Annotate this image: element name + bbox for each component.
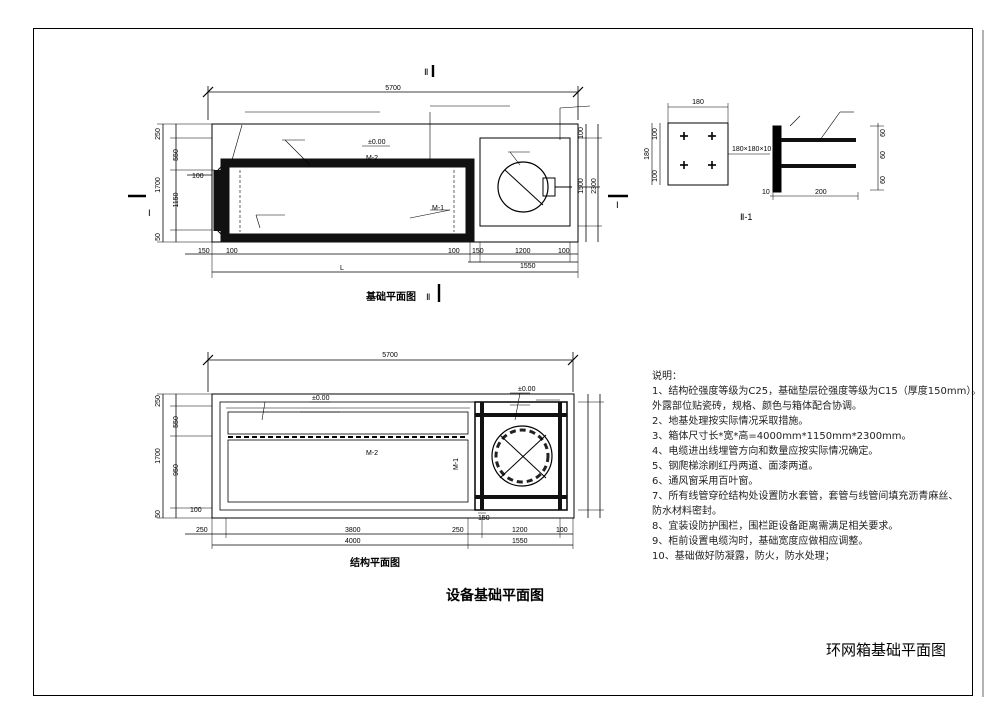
bottom-dim-250-mid: 250: [452, 527, 464, 534]
drawing-frame: [33, 28, 973, 696]
bottom-label-m1: M-1: [453, 458, 460, 470]
top-dim-100-mid: 100: [448, 248, 460, 255]
note-line: 9、柜前设置电缆沟时，基础宽度应做相应调整。: [652, 536, 869, 547]
note-line: 10、基础做好防凝露，防火，防水处理；: [652, 551, 835, 562]
detail-top-dim: 180: [692, 99, 704, 106]
notes-heading: 说明：: [652, 371, 682, 382]
note-line: 外露部位贴瓷砖，规格、颜色与箱体配合协调。: [652, 401, 862, 412]
note-line: 8、宜装设防护围栏，围栏距设备距离需满足相关要求。: [652, 521, 899, 532]
detail-right-dim-2: 60: [880, 151, 887, 159]
bottom-dim-250-left: 250: [196, 527, 208, 534]
note-line: 4、电缆进出线埋管方向和数量应按实际情况确定。: [652, 446, 879, 457]
note-line: 5、钢爬梯涂刷红丹两道、面漆两道。: [652, 461, 819, 472]
top-left-dim-1700: 1700: [155, 177, 162, 193]
detail-section-title: Ⅱ-1: [740, 212, 752, 222]
bottom-left-dim-100: 100: [190, 507, 202, 514]
bottom-label-m2: M-2: [366, 450, 378, 457]
detail-bottom-dim-200: 200: [815, 189, 827, 196]
foundation-plan-title: 基础平面图: [365, 290, 416, 303]
bottom-left-dim-950: 950: [173, 464, 180, 476]
top-dim-1550: 1550: [520, 263, 536, 270]
top-level-mark: ±0.00: [368, 139, 386, 146]
bottom-overall-dim: 5700: [382, 352, 398, 359]
bottom-dim-1550: 1550: [512, 538, 528, 545]
bottom-dim-1200: 1200: [512, 527, 528, 534]
detail-right-dim-3: 60: [880, 176, 887, 184]
main-title: 设备基础平面图: [446, 587, 544, 604]
top-dim-L: L: [340, 265, 344, 272]
note-line: 1、结构砼强度等级为C25，基础垫层砼强度等级为C15（厚度150mm）。: [652, 386, 982, 397]
note-line: 2、地基处理按实际情况采取措施。: [652, 416, 809, 427]
detail-left-dim-2: 180: [644, 148, 651, 160]
foundation-plan: [128, 65, 628, 302]
top-dim-100-right: 100: [558, 248, 570, 255]
bottom-left-dim-1700: 1700: [155, 448, 162, 464]
top-right-dim-1500: 1500: [578, 178, 585, 194]
top-dim-1200: 1200: [515, 248, 531, 255]
section-mark-left: Ⅰ: [148, 208, 151, 218]
top-label-m2: M-2: [366, 155, 378, 162]
bottom-level-mark-right: ±0.00: [518, 386, 536, 393]
note-line: 6、通风窗采用百叶窗。: [652, 476, 759, 487]
bottom-left-dim-550: 550: [173, 416, 180, 428]
corner-title: 环网箱基础平面图: [826, 641, 946, 659]
top-dim-150-mid: 150: [472, 248, 484, 255]
top-label-m1: M-1: [432, 205, 444, 212]
top-right-dim-2300: 2300: [591, 178, 598, 194]
detail-bottom-dim-10: 10: [762, 189, 770, 196]
bottom-dim-100: 100: [556, 527, 568, 534]
structure-plan: [157, 352, 604, 549]
detail-right-dim-1: 60: [880, 129, 887, 137]
notes-block: 说明： 1、结构砼强度等级为C25，基础垫层砼强度等级为C15（厚度150mm）…: [652, 369, 982, 564]
detail-drawing: [651, 103, 884, 200]
detail-side-label: 180×180×10: [732, 146, 771, 153]
bottom-dim-4000: 4000: [345, 538, 361, 545]
section-mark-top: Ⅱ: [424, 67, 428, 77]
bottom-left-dim-50: 50: [155, 510, 162, 518]
top-left-dim-250: 250: [155, 128, 162, 140]
note-line: 3、箱体尺寸长*宽*高=4000mm*1150mm*2300mm。: [652, 431, 912, 442]
bottom-dim-150: 150: [478, 515, 490, 522]
note-line: 防水材料密封。: [652, 506, 722, 517]
bottom-left-dim-250: 250: [155, 395, 162, 407]
top-left-dim-550: 550: [173, 149, 180, 161]
section-mark-bottom: Ⅱ: [426, 292, 430, 302]
section-mark-right: Ⅰ: [616, 200, 619, 210]
detail-left-dim-3: 100: [652, 170, 659, 182]
detail-left-dim-1: 100: [652, 128, 659, 140]
structure-plan-title: 结构平面图: [350, 556, 400, 569]
top-right-dim-100: 100: [578, 127, 585, 139]
top-overall-dim: 5700: [385, 85, 401, 92]
note-line: 7、所有线管穿砼结构处设置防水套管，套管与线管间填充沥青麻丝、: [652, 491, 959, 502]
top-dim-150-left: 150: [198, 248, 210, 255]
bottom-dim-3800: 3800: [345, 527, 361, 534]
top-dim-100-left: 100: [226, 248, 238, 255]
bottom-level-mark: ±0.00: [312, 395, 330, 402]
top-left-dim-1150: 1150: [173, 192, 180, 207]
top-left-dim-50: 50: [155, 233, 162, 241]
top-left-dim-100: 100: [192, 173, 204, 180]
